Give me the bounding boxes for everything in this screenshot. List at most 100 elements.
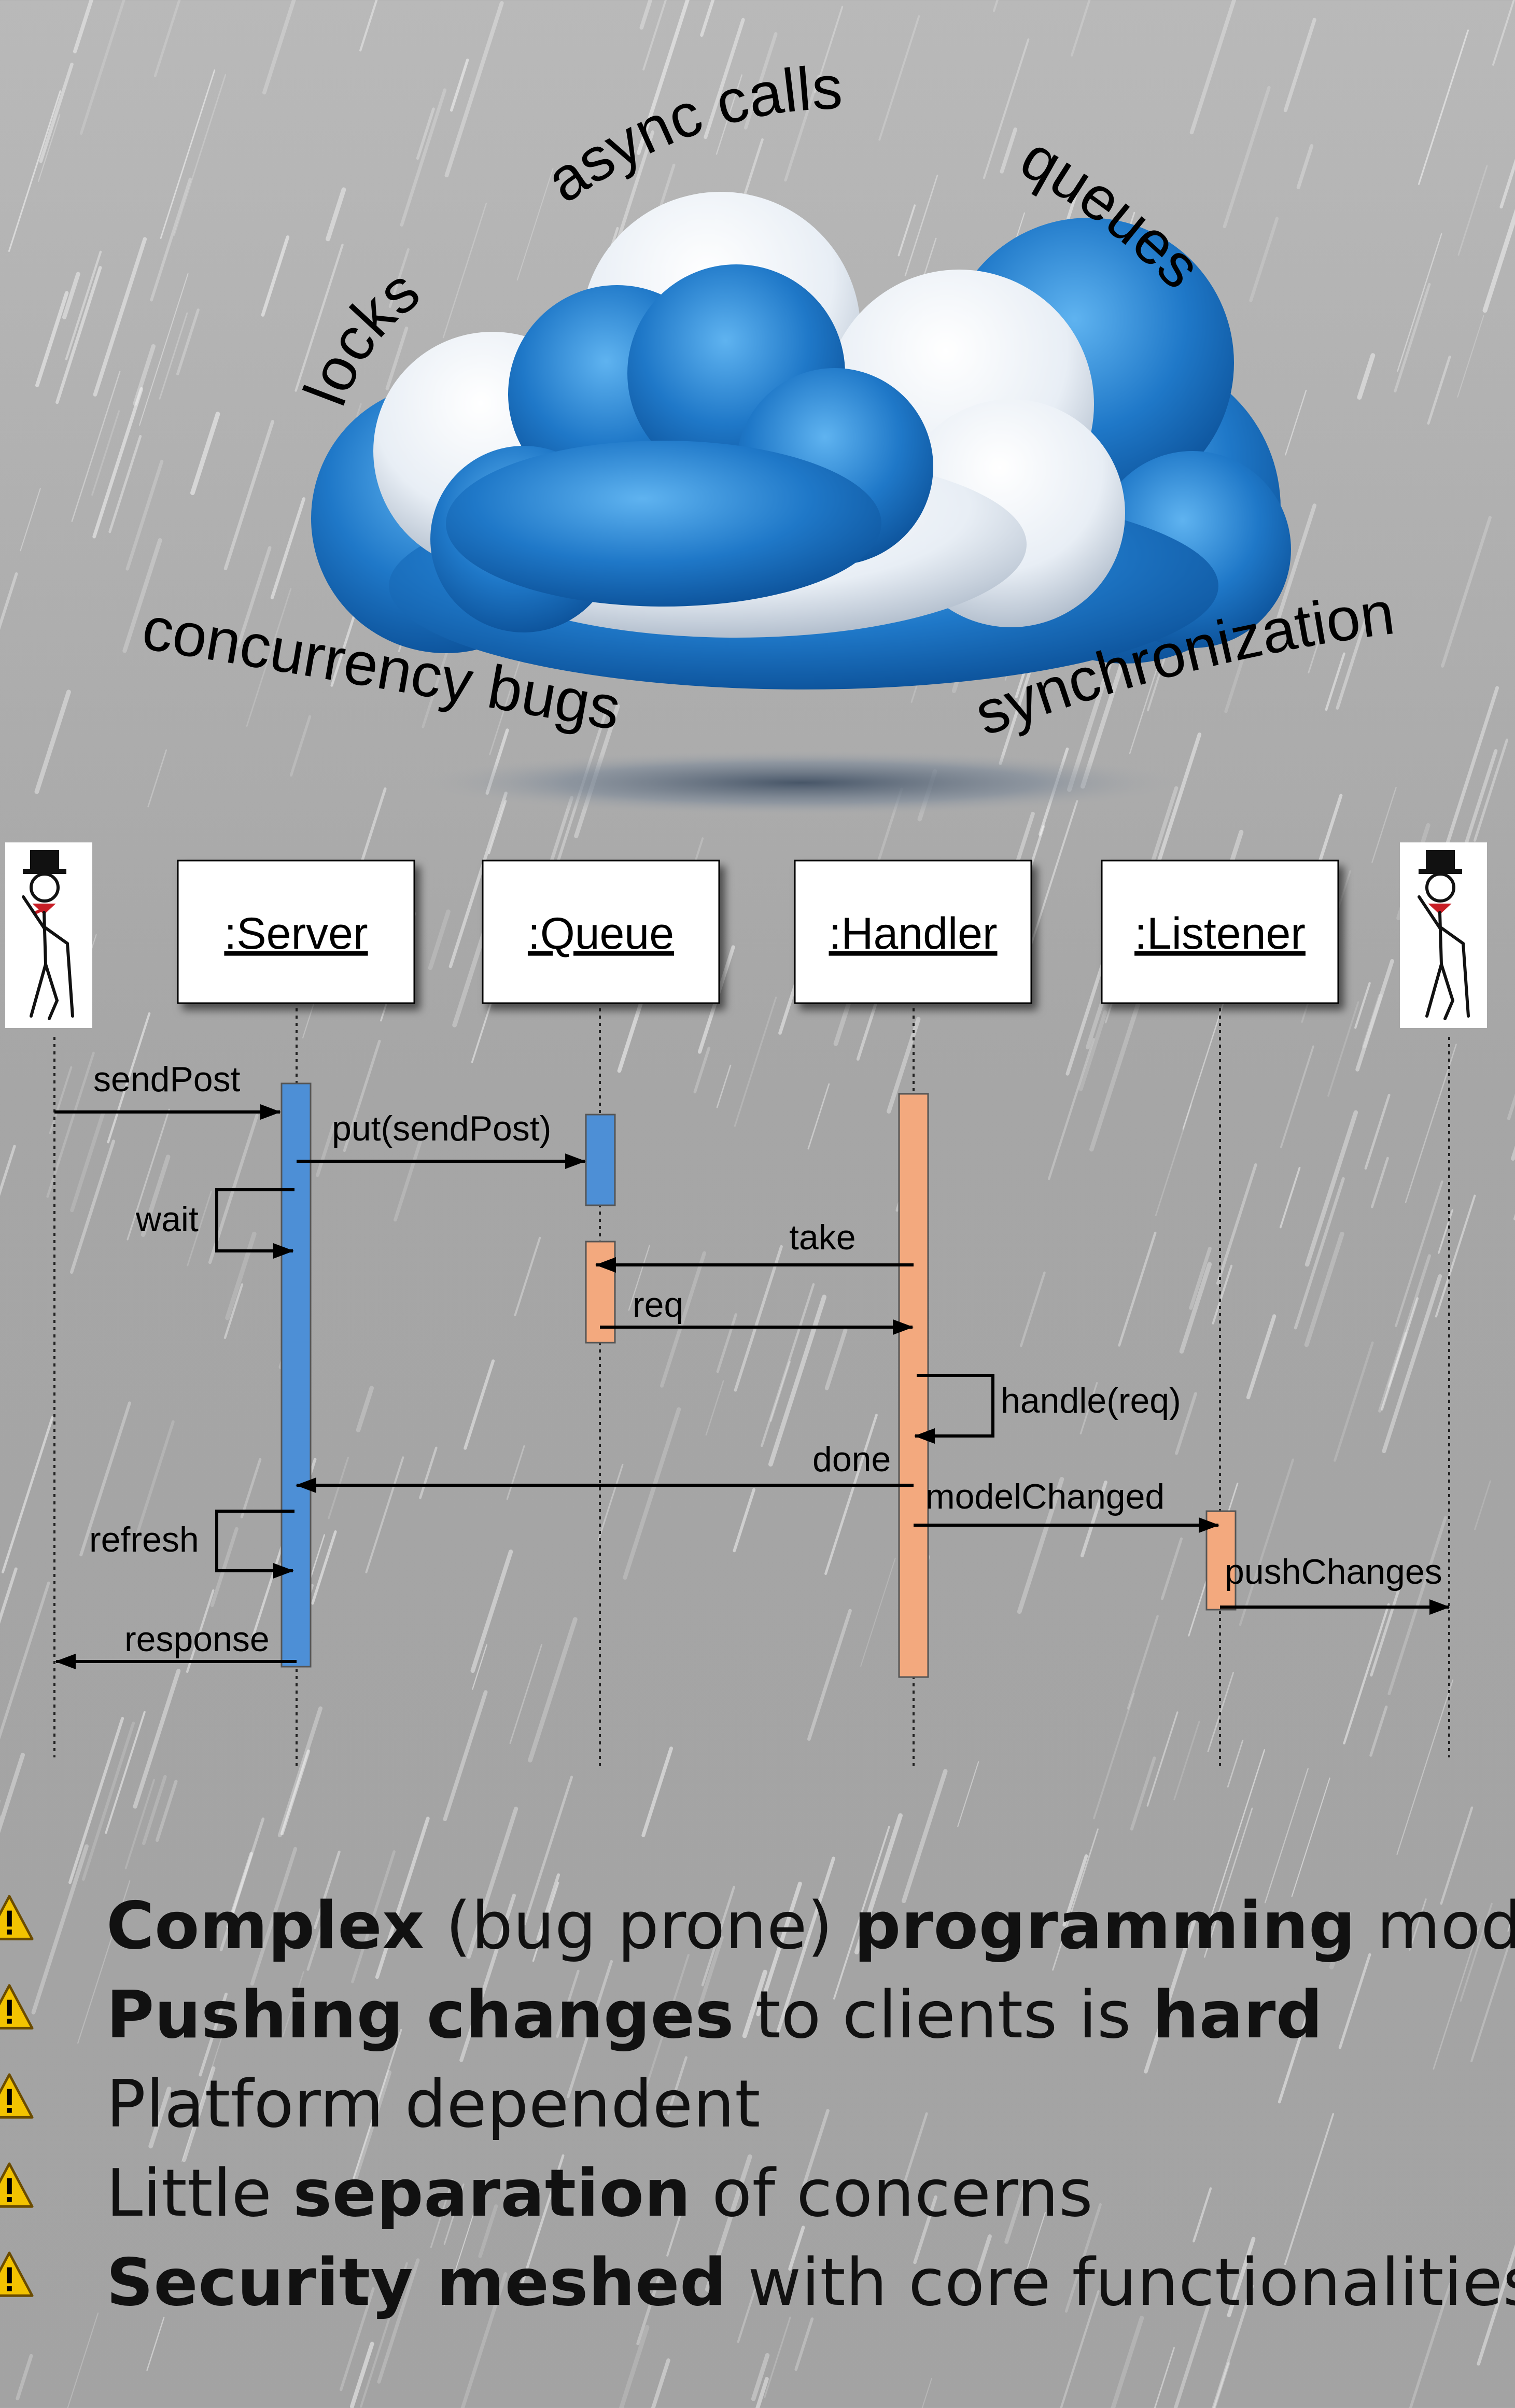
rain-streak (81, 1721, 135, 1881)
rain-streak (716, 1064, 732, 1108)
warning-triangle-icon (0, 1895, 34, 1940)
rain-streak (1154, 2347, 1175, 2408)
rain-streak (1378, 1254, 1432, 1413)
rain-streak (282, 1971, 304, 2037)
rain-streak (1004, 2185, 1026, 2244)
rain-streak (1507, 1093, 1515, 1120)
rain-streak (365, 1456, 404, 1573)
actor-client-right (1400, 842, 1487, 1028)
rain-streak (400, 88, 447, 227)
rain-streak (71, 371, 121, 522)
cloud-illustration (311, 192, 1291, 816)
list-item: Little separation of concerns (0, 2154, 1515, 2243)
msg-done-label: done (812, 1440, 891, 1479)
rain-streak (761, 1283, 815, 1447)
rain-streak (756, 1881, 802, 2017)
rain-streak (1093, 1692, 1135, 1820)
rain-streak (1470, 1921, 1515, 2062)
rain-streak (628, 1245, 650, 1311)
rain-streak (69, 1139, 116, 1274)
rain-streak (133, 1420, 175, 1544)
msg-send-post-label: sendPost (93, 1060, 241, 1099)
msg-refresh-label: refresh (89, 1520, 199, 1559)
rain-streak (971, 2234, 992, 2292)
lifeline-label-listener: :Listener (1134, 909, 1306, 959)
rain-streak (516, 168, 554, 281)
rain-streak (623, 1407, 681, 1580)
rain-streak (1283, 18, 1316, 112)
rain-streak (957, 1761, 979, 1827)
rain-streak (509, 1644, 543, 1744)
rain-streak (1160, 1537, 1183, 1600)
rain-streak (1089, 1000, 1141, 1152)
rain-streak (636, 0, 690, 155)
rain-streak (556, 1969, 580, 2038)
rain-streak (311, 1530, 337, 1605)
rain-streak (1118, 1231, 1157, 1347)
rain-streak (150, 177, 192, 302)
rain-streak (1499, 159, 1515, 209)
rain-streak (49, 1066, 73, 1134)
rain-streak (1189, 0, 1237, 135)
rain-streak (1264, 1768, 1309, 1904)
rain-streak (181, 2025, 226, 2162)
rain-streak (776, 1856, 835, 2033)
msg-handle-arrow (914, 1374, 994, 1444)
rain-streak (1155, 1104, 1192, 1217)
rain-streak (442, 203, 487, 339)
rain-streak (784, 75, 820, 182)
rain-streak (1457, 165, 1488, 256)
rain-streak (1457, 315, 1484, 398)
activation-handler (898, 1093, 929, 1678)
rain-streak (1227, 2236, 1256, 2317)
rain-streak (651, 2358, 670, 2408)
bullet-text-bold: hard (1152, 1977, 1323, 2053)
warning-triangle-icon (0, 2251, 34, 2297)
rain-streak (1338, 1953, 1371, 2049)
rain-streak (1078, 1010, 1107, 1091)
rain-streak (419, 1446, 438, 1499)
warning-triangle-icon (0, 2073, 34, 2119)
rain-streak (660, 1251, 706, 1388)
msg-model-changed-label: modelChanged (925, 1477, 1165, 1516)
rain-streak (330, 608, 358, 687)
rain-streak (1127, 1615, 1159, 1710)
rain-streak (1239, 1458, 1295, 1626)
rain-streak (1343, 1603, 1390, 1744)
rain-streak (788, 2226, 805, 2271)
rain-streak (1223, 86, 1271, 229)
rain-streak (1173, 2305, 1210, 2408)
rain-streak (768, 1294, 827, 1467)
rain-streak (642, 0, 667, 71)
rain-streak (1020, 1271, 1046, 1347)
rain-streak (1369, 1706, 1388, 1757)
rain-streak (807, 1609, 852, 1741)
rain-streak (67, 2312, 99, 2408)
rain-streak (375, 1816, 430, 1979)
rain-streak (70, 1111, 105, 1213)
lifeline-label-server: :Server (224, 909, 368, 959)
bullet-text-segment: of concerns (691, 2155, 1093, 2231)
rain-streak (105, 1711, 146, 1834)
rain-streak (641, 1747, 673, 1837)
rain-streak (666, 2206, 684, 2257)
rain-streak (176, 308, 200, 376)
rain-streak (755, 2377, 769, 2408)
bullet-text: Little separation of concerns (106, 2154, 1093, 2232)
rain-streak (737, 2278, 760, 2343)
rain-streak (79, 1401, 131, 1557)
rain-streak (8, 90, 61, 252)
bullet-text-bold: Complex (106, 1888, 425, 1964)
rain-streak (0, 572, 18, 630)
rain-streak (640, 1954, 690, 2103)
rain-streak (236, 546, 272, 647)
warning-triangle-icon (0, 1984, 34, 2030)
rain-streak (523, 1776, 573, 1925)
rain-streak (1052, 1828, 1099, 1971)
rain-streak (133, 1669, 181, 1809)
rain-streak (459, 1893, 516, 2062)
rain-streak (444, 1, 504, 178)
rain-streak (1357, 353, 1376, 400)
rain-streak (1308, 627, 1324, 673)
msg-req-label: req (633, 1285, 683, 1325)
